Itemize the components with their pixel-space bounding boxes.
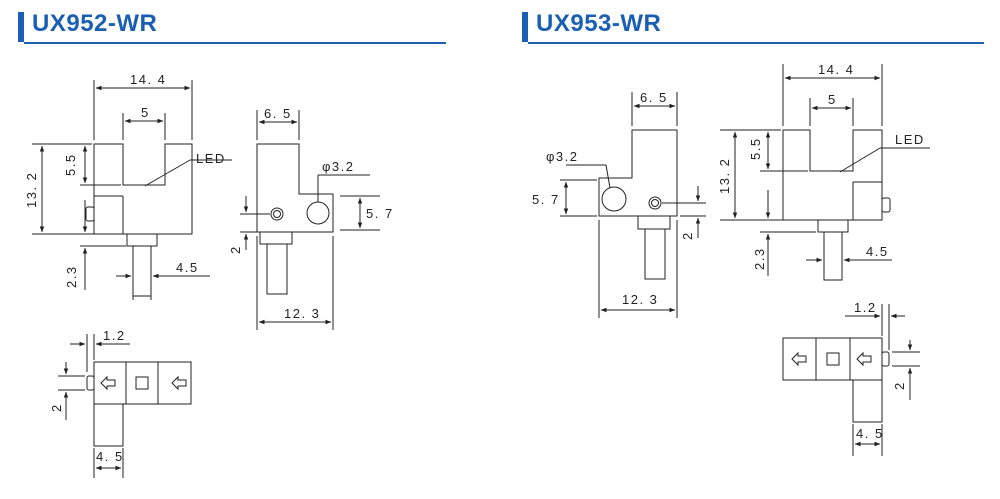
dim-1-2: 1.2 [103,328,126,343]
dim-5-7: 5. 7 [366,206,394,221]
dim-2-3: 2.3 [752,247,767,270]
dim-width-14-4: 14. 4 [818,62,854,77]
dim-side-6-5: 6. 5 [264,106,292,121]
dim-width-14-4: 14. 4 [130,72,166,87]
dim-height-13-2: 13. 2 [717,158,732,194]
dim-1-2: 1.2 [854,300,877,315]
dim-slot-depth-5-5: 5.5 [748,137,763,160]
dim-bottom-4-5: 4. 5 [96,449,124,464]
dim-2-3: 2.3 [64,265,79,288]
left-title: UX952-WR [32,10,158,37]
dim-phi-3-2: φ3.2 [322,159,355,174]
left-front-view [32,80,232,300]
dim-pin-4-5: 4.5 [866,244,889,259]
right-bottom-view [782,304,920,456]
dim-height-13-2: 13. 2 [24,172,39,208]
left-side-view [240,110,380,330]
dim-slot-5: 5 [141,105,150,120]
dim-2: 2 [680,231,695,240]
led-label: LED [196,151,226,166]
right-panel-header: UX953-WR [522,8,984,44]
dim-phi-3-2: φ3.2 [546,149,579,164]
dim-slot-5: 5 [828,92,837,107]
dim-bottom-2: 2 [49,403,64,412]
led-label: LED [895,132,925,147]
dim-5-7: 5. 7 [532,192,560,207]
dim-2: 2 [228,245,243,254]
dim-slot-depth-5-5: 5.5 [63,153,78,176]
title-underline [24,42,446,44]
left-bottom-view [58,334,192,478]
right-front-view [720,64,930,281]
right-title: UX953-WR [536,10,662,37]
left-panel-header: UX952-WR [18,8,446,44]
dim-bottom-4-5: 4. 5 [856,426,884,441]
title-accent-bar [18,12,24,42]
dim-side-6-5: 6. 5 [640,90,668,105]
dim-pin-4-5: 4.5 [176,260,199,275]
title-underline [528,42,984,44]
dim-12-3: 12. 3 [622,292,658,307]
dim-12-3: 12. 3 [284,306,320,321]
dim-bottom-2: 2 [892,381,907,390]
right-side-view [560,92,706,318]
title-accent-bar [522,12,528,42]
